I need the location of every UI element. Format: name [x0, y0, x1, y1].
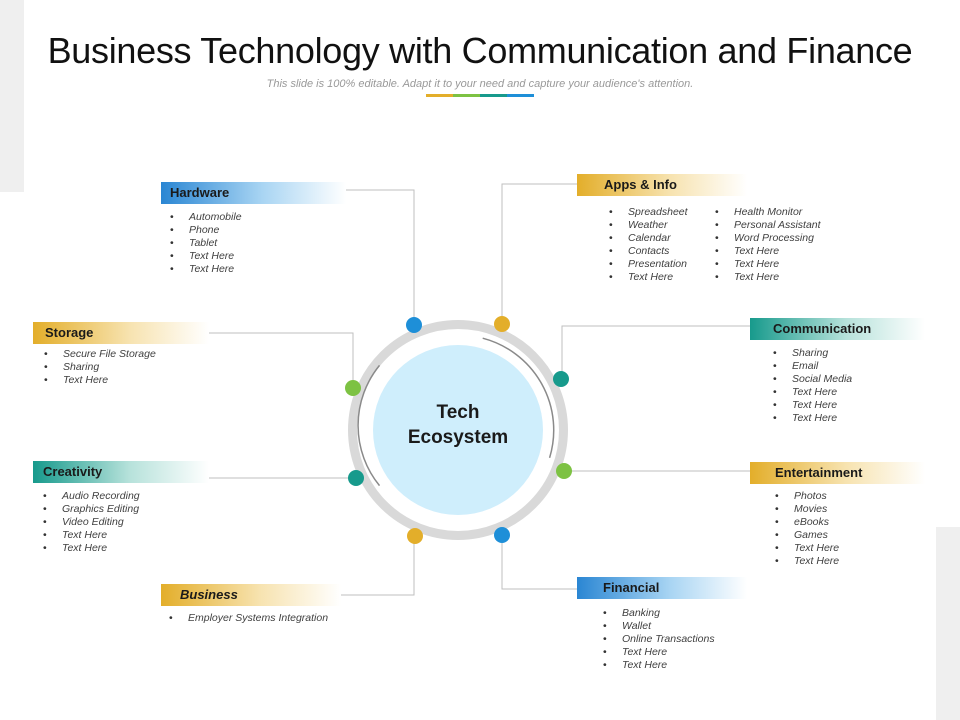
list-item: Text Here [609, 271, 688, 284]
business-title: Business [180, 587, 238, 602]
communication-title: Communication [773, 321, 872, 336]
connector-storage [208, 332, 354, 385]
communication-list: Sharing Email Social Media Text Here Tex… [773, 347, 852, 424]
creativity-header: Creativity [33, 461, 209, 483]
hub-label-line1: Tech [436, 402, 480, 423]
list-item: Weather [609, 219, 688, 232]
connector-financial [501, 537, 578, 590]
dot-entertainment [556, 463, 572, 479]
dot-communication [553, 371, 569, 387]
dot-financial [494, 527, 510, 543]
list-item: Banking [603, 607, 715, 620]
storage-title: Storage [45, 325, 94, 340]
title-underline-blue [507, 94, 534, 97]
list-item: Text Here [603, 646, 715, 659]
dot-hardware [406, 317, 422, 333]
title-underline-green [453, 94, 480, 97]
creativity-title: Creativity [43, 464, 103, 479]
creativity-list: Audio Recording Graphics Editing Video E… [43, 490, 140, 555]
list-item: Text Here [775, 542, 839, 555]
storage-list: Secure File Storage Sharing Text Here [44, 348, 156, 387]
list-item: Personal Assistant [715, 219, 821, 232]
list-item: Games [775, 529, 839, 542]
list-item: Text Here [715, 271, 821, 284]
apps-info-list-col1: Spreadsheet Weather Calendar Contacts Pr… [609, 206, 688, 283]
financial-header: Financial [577, 577, 747, 599]
list-item: Word Processing [715, 232, 821, 245]
list-item: Text Here [43, 542, 140, 555]
dot-business [407, 528, 423, 544]
list-item: Sharing [44, 361, 156, 374]
list-item: Text Here [773, 399, 852, 412]
list-item: Text Here [44, 374, 156, 387]
apps-info-title: Apps & Info [604, 177, 677, 192]
list-item: eBooks [775, 516, 839, 529]
hub-ring [348, 320, 568, 540]
list-item: Text Here [715, 245, 821, 258]
list-item: Automobile [170, 211, 242, 224]
entertainment-header: Entertainment [750, 462, 925, 484]
list-item: Email [773, 360, 852, 373]
list-item: Text Here [170, 250, 242, 263]
slide-title: Business Technology with Communication a… [47, 30, 913, 71]
title-underline-gold [426, 94, 453, 97]
list-item: Text Here [715, 258, 821, 271]
business-header: Business [161, 584, 341, 606]
list-item: Text Here [775, 555, 839, 568]
entertainment-list: Photos Movies eBooks Games Text Here Tex… [775, 490, 839, 567]
corner-decoration-bottom-right [936, 527, 960, 720]
financial-list: Banking Wallet Online Transactions Text … [603, 607, 715, 672]
communication-header: Communication [750, 318, 925, 340]
connector-apps-info [501, 183, 578, 320]
list-item: Text Here [170, 263, 242, 276]
list-item: Phone [170, 224, 242, 237]
list-item: Presentation [609, 258, 688, 271]
list-item: Social Media [773, 373, 852, 386]
hub-arc-right [482, 337, 555, 459]
hub-label-line2: Ecosystem [407, 427, 509, 448]
list-item: Sharing [773, 347, 852, 360]
dot-storage [345, 380, 361, 396]
financial-title: Financial [603, 580, 660, 595]
list-item: Contacts [609, 245, 688, 258]
hardware-header: Hardware [161, 182, 346, 204]
hub-core [373, 345, 543, 515]
business-list: Employer Systems Integration [169, 612, 328, 625]
slide-subtitle: This slide is 100% editable. Adapt it to… [266, 78, 694, 90]
hardware-title: Hardware [170, 185, 230, 200]
list-item: Health Monitor [715, 206, 821, 219]
list-item: Secure File Storage [44, 348, 156, 361]
entertainment-title: Entertainment [775, 465, 863, 480]
dot-apps-info [494, 316, 510, 332]
apps-info-list-col2: Health Monitor Personal Assistant Word P… [715, 206, 821, 283]
connector-business [340, 537, 415, 596]
list-item: Photos [775, 490, 839, 503]
apps-info-header: Apps & Info [577, 174, 747, 196]
dot-creativity [348, 470, 364, 486]
connector-communication [561, 325, 751, 376]
hub-label: Tech Ecosystem [373, 400, 543, 450]
list-item: Video Editing [43, 516, 140, 529]
list-item: Employer Systems Integration [169, 612, 328, 625]
list-item: Graphics Editing [43, 503, 140, 516]
title-underline-teal [480, 94, 507, 97]
list-item: Audio Recording [43, 490, 140, 503]
list-item: Text Here [43, 529, 140, 542]
list-item: Text Here [603, 659, 715, 672]
list-item: Text Here [773, 412, 852, 425]
list-item: Movies [775, 503, 839, 516]
connector-hardware [345, 189, 415, 320]
list-item: Calendar [609, 232, 688, 245]
hub-arc-left [357, 364, 381, 487]
corner-decoration-top-left [0, 0, 24, 192]
list-item: Spreadsheet [609, 206, 688, 219]
hardware-list: Automobile Phone Tablet Text Here Text H… [170, 211, 242, 276]
storage-header: Storage [33, 322, 209, 344]
list-item: Wallet [603, 620, 715, 633]
list-item: Tablet [170, 237, 242, 250]
list-item: Online Transactions [603, 633, 715, 646]
list-item: Text Here [773, 386, 852, 399]
